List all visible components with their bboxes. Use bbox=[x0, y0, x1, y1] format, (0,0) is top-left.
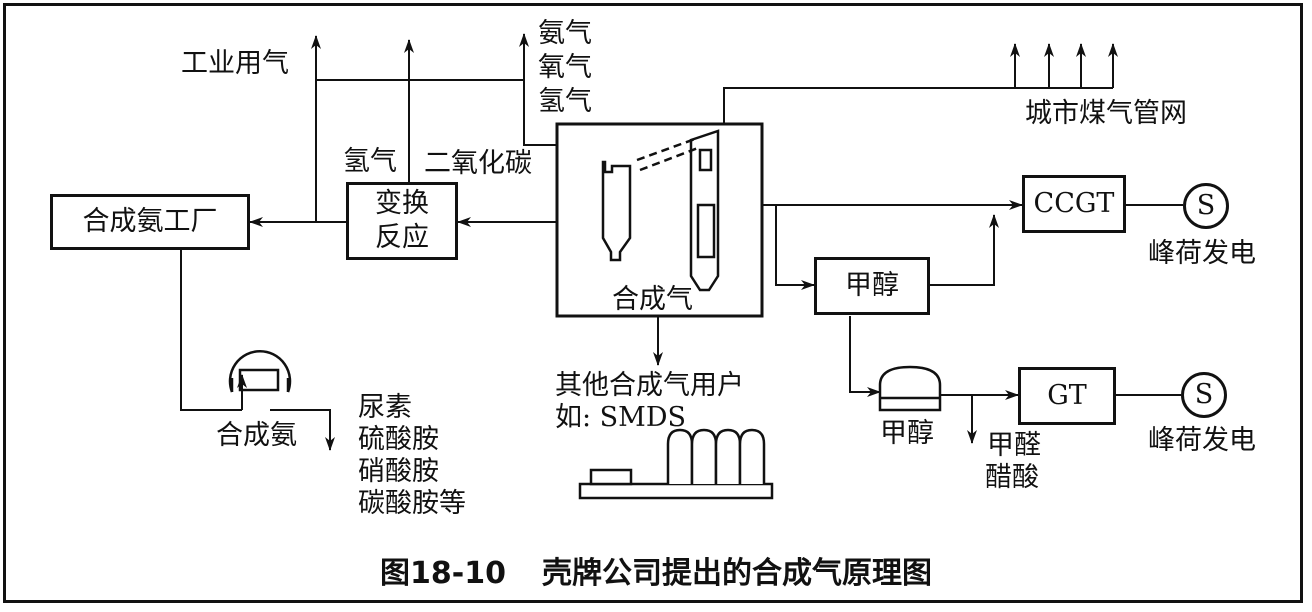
generator-s2-label: S bbox=[1194, 379, 1214, 410]
label-gas-2: 氧气 bbox=[538, 52, 592, 83]
label-product-2: 硫酸胺 bbox=[358, 424, 439, 455]
box-ccgt: CCGT bbox=[1022, 175, 1126, 233]
label-synthesis-gas: 合成气 bbox=[612, 284, 693, 315]
box-gt-label: GT bbox=[1047, 380, 1087, 411]
label-other-users: 其他合成气用户 bbox=[555, 370, 744, 401]
label-industrial-gas: 工业用气 bbox=[181, 48, 289, 79]
caption-number: 图18-10 bbox=[380, 556, 506, 591]
label-methanol-tank: 甲醇 bbox=[880, 418, 934, 449]
generator-s2: S bbox=[1181, 372, 1227, 418]
smds-plant-icon bbox=[578, 428, 774, 500]
city-gas-header bbox=[723, 87, 1113, 130]
label-city-gas-network: 城市煤气管网 bbox=[1025, 98, 1187, 129]
label-gas-1: 氨气 bbox=[538, 18, 592, 49]
label-formaldehyde: 甲醛 bbox=[987, 430, 1041, 461]
ammonia-line bbox=[180, 250, 242, 411]
arrow-ammonia-products bbox=[270, 409, 335, 451]
label-co2: 二氧化碳 bbox=[424, 148, 532, 179]
label-product-4: 碳酸胺等 bbox=[358, 488, 466, 519]
arrow-methanol-to-ccgt bbox=[930, 214, 999, 286]
methanol-tank-icon bbox=[878, 365, 942, 412]
box-shift-reaction: 变换 反应 bbox=[346, 182, 458, 260]
arrow-methanol-to-tank bbox=[849, 316, 881, 397]
label-synthetic-ammonia: 合成氨 bbox=[216, 420, 297, 451]
label-acetic-acid: 醋酸 bbox=[985, 462, 1039, 493]
box-ammonia-plant: 合成氨工厂 bbox=[50, 194, 250, 250]
caption-title: 壳牌公司提出的合成气原理图 bbox=[541, 556, 932, 591]
box-ammonia-plant-label: 合成氨工厂 bbox=[82, 206, 218, 237]
label-smds: 如: SMDS bbox=[555, 402, 686, 433]
figure-caption: 图18-10 壳牌公司提出的合成气原理图 bbox=[0, 548, 1312, 592]
label-peak-power-1: 峰荷发电 bbox=[1148, 238, 1256, 269]
label-hydrogen: 氢气 bbox=[343, 146, 397, 177]
diagram-frame bbox=[3, 3, 1303, 603]
ammonia-reactor-icon bbox=[228, 349, 292, 393]
box-methanol: 甲醇 bbox=[814, 257, 930, 315]
box-shift-line-2: 反应 bbox=[375, 222, 429, 253]
arrow-to-methanol bbox=[775, 205, 815, 290]
label-gas-3: 氢气 bbox=[538, 86, 592, 117]
syngas-unit-box bbox=[555, 122, 764, 318]
label-product-1: 尿素 bbox=[358, 392, 412, 423]
label-peak-power-2: 峰荷发电 bbox=[1148, 425, 1256, 456]
generator-s1-label: S bbox=[1196, 190, 1216, 221]
gasifier-icon bbox=[601, 137, 699, 262]
arrow-gas-list bbox=[519, 33, 557, 146]
label-product-3: 硝酸胺 bbox=[358, 456, 439, 487]
box-ccgt-label: CCGT bbox=[1033, 188, 1115, 219]
box-shift-line-1: 变换 bbox=[375, 188, 429, 219]
generator-s1: S bbox=[1183, 183, 1229, 229]
box-gt: GT bbox=[1018, 367, 1116, 425]
cooler-icon bbox=[689, 129, 720, 292]
box-methanol-label: 甲醇 bbox=[845, 270, 899, 301]
